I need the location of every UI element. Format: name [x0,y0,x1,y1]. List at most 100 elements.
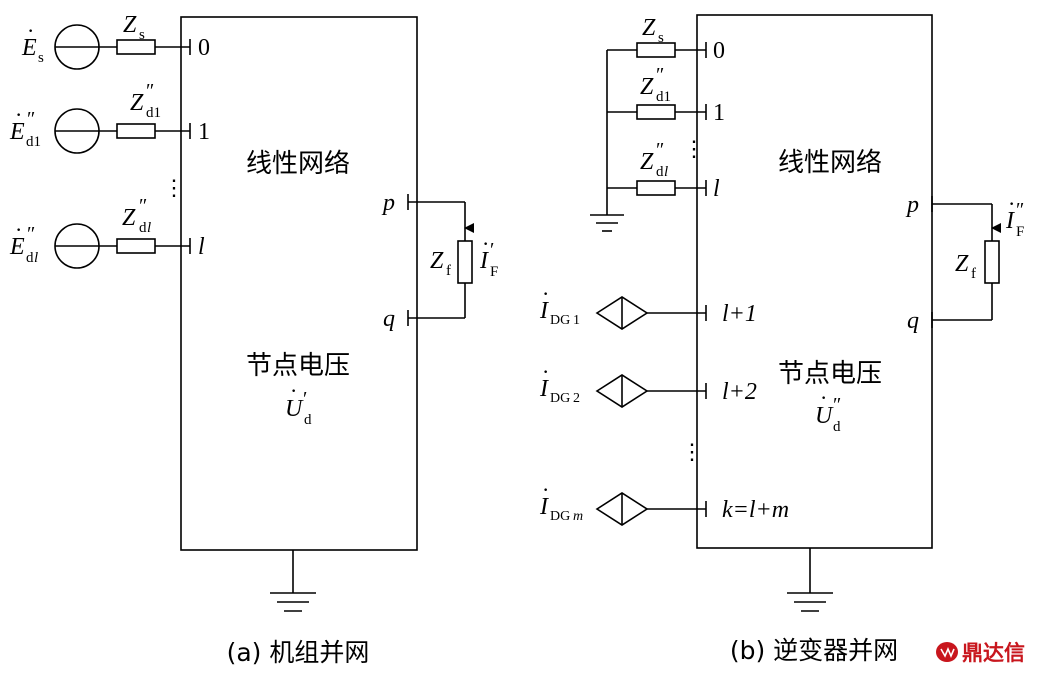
node-0-label-a: 0 [198,35,210,61]
svg-text:″: ″ [139,195,147,217]
svg-text:Z: Z [123,12,137,38]
svg-text:d: d [26,250,34,266]
source-edl: E · ″ d l Z ″ d l l [9,195,205,269]
node-q-label-b: q [907,308,919,334]
svg-text:d1: d1 [146,105,161,121]
node-0-label-b: 0 [713,38,725,64]
svg-text:·: · [482,231,489,256]
svg-text:2: 2 [573,391,580,406]
ellipsis-a: ⋮ [163,175,185,200]
node-p-label-a: p [381,190,395,216]
svg-text:d: d [656,164,664,180]
ground-icon-b [787,548,833,612]
voltage-label-b: 节点电压 [778,359,882,389]
svg-text:·: · [542,281,549,306]
svg-text:″: ″ [27,223,35,245]
fault-branch-b: p q Z f I · ″ F [905,191,1024,334]
svg-text:s: s [139,27,145,43]
svg-text:Z: Z [955,251,969,277]
svg-text:f: f [446,263,451,279]
svg-text:″: ″ [833,394,841,416]
linear-network-box-b [696,14,933,549]
voltage-label-a: 节点电压 [246,351,350,381]
svg-text:I: I [539,298,549,324]
svg-text:I: I [1005,208,1015,234]
network-label-a: 线性网络 [246,149,350,179]
svg-text:·: · [15,217,22,242]
svg-text:I: I [479,248,489,274]
ellipsis-b-top: ⋮ [683,136,705,161]
ellipsis-b-bottom: ⋮ [681,439,703,464]
fault-branch-a: p q Z f I · ′ F [381,190,498,332]
node-l-label-a: l [198,234,205,260]
svg-text:s: s [658,30,664,46]
node-p-label-b: p [905,192,919,218]
svg-text:E: E [21,35,37,61]
node-1-label-b: 1 [713,100,725,126]
panel-a: 线性网络 节点电压 U · ′ d E · s Z s 0 [9,12,498,667]
node-1-label-a: 1 [198,119,210,145]
svg-text:l: l [147,220,151,236]
svg-text:l: l [664,164,668,180]
svg-text:′: ′ [490,239,494,261]
watermark-logo: 鼎达信 [936,641,1025,665]
svg-text:s: s [38,50,44,66]
dg-source-1: I · DG 1 l+1 [539,281,757,330]
dg-source-m: I · DG m k=l+m [539,477,789,526]
node-voltage-symbol-b: U · ″ d [815,385,841,435]
svg-text:″: ″ [656,64,664,86]
node-l2-label: l+2 [722,379,757,405]
svg-text:DG: DG [550,313,570,328]
svg-text:·: · [15,102,22,127]
logo-text: 鼎达信 [962,641,1025,665]
svg-text:d: d [833,419,841,435]
svg-text:I: I [539,376,549,402]
svg-text:DG: DG [550,509,570,524]
svg-text:″: ″ [656,139,664,161]
caption-a: (a) 机组并网 [227,638,370,667]
network-label-b: 线性网络 [778,148,882,178]
svg-text:d1: d1 [656,89,671,105]
caption-b: (b) 逆变器并网 [730,636,898,665]
node-k-label: k=l+m [722,497,789,523]
dg-source-2: I · DG 2 l+2 [539,359,757,408]
svg-text:·: · [542,477,549,502]
svg-text:″: ″ [146,80,154,102]
svg-text:DG: DG [550,391,570,406]
svg-text:m: m [573,509,583,524]
linear-network-box-a [180,16,418,551]
svg-text:·: · [290,378,297,403]
svg-text:·: · [542,359,549,384]
svg-text:l: l [34,250,38,266]
svg-text:f: f [971,266,976,282]
node-voltage-symbol-a: U · ′ d [285,378,312,428]
svg-text:I: I [539,494,549,520]
svg-text:″: ″ [27,108,35,130]
svg-text:F: F [1016,224,1024,240]
svg-text:U: U [285,396,304,422]
svg-text:·: · [820,385,827,410]
impedance-bus-b: Z s Z ″ d1 Z ″ d l ⋮ 0 1 l [590,15,725,232]
svg-text:′: ′ [303,388,307,410]
svg-text:F: F [490,264,498,280]
svg-text:Z: Z [430,248,444,274]
ground-icon-a [270,550,316,612]
node-q-label-a: q [383,306,395,332]
svg-text:d: d [304,412,312,428]
svg-text:·: · [27,18,34,43]
svg-text:U: U [815,403,834,429]
svg-text:Z: Z [130,90,144,116]
svg-text:Z: Z [642,15,656,41]
node-l1-label: l+1 [722,301,757,327]
node-l-label-b: l [713,176,720,202]
svg-text:E: E [9,234,25,260]
panel-b: 线性网络 节点电压 U · ″ d Z s [539,14,1024,665]
svg-text:1: 1 [573,313,580,328]
svg-text:Z: Z [640,149,654,175]
svg-text:″: ″ [1016,199,1024,221]
svg-text:·: · [1008,191,1015,216]
svg-text:Z: Z [640,74,654,100]
source-ed1: E · ″ d1 Z ″ d1 1 [9,80,210,154]
svg-text:Z: Z [122,205,136,231]
